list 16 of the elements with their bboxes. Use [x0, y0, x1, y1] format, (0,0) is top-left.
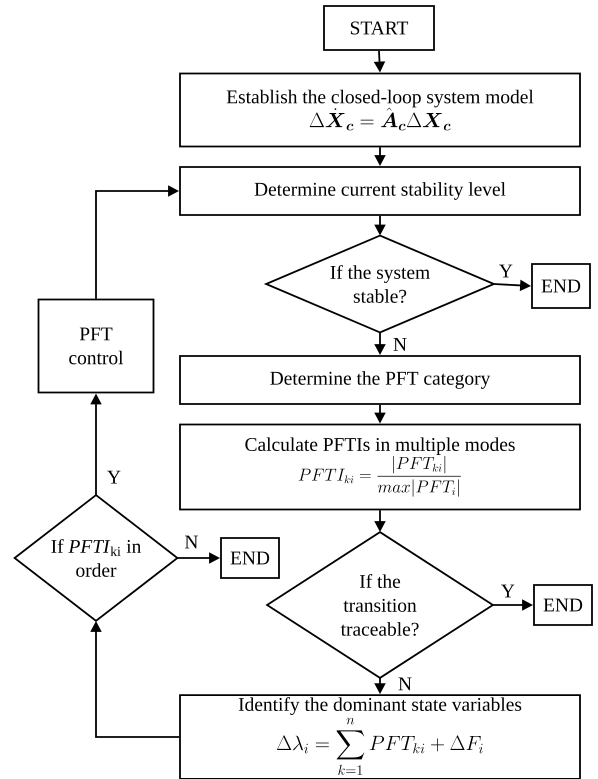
- edge-label: N: [398, 678, 412, 690]
- start-box: START: [323, 5, 435, 51]
- end-box: END: [220, 537, 280, 579]
- end-box: END: [533, 584, 593, 626]
- edge-label: N: [184, 536, 198, 548]
- edge-label: Y: [499, 264, 512, 278]
- process-box: Determine current stability level: [179, 166, 581, 216]
- process-box: Determine the PFT category: [179, 355, 581, 405]
- edge-label: Y: [501, 584, 514, 598]
- edge-label: N: [394, 338, 407, 351]
- edge-label: Y: [107, 470, 121, 484]
- process-box: Identify the dominant state variables $\Delta\lambda_i=\sum_{k=1}^{n}PFT_{ki}+\Delta F_i$: [179, 694, 581, 779]
- process-box: PFT control: [38, 298, 154, 394]
- process-box: Establish the closed-loop system model $\Delta\dot{\boldsymbol{X}}_{\boldsymbol{c}} = \hat{\boldsymbol{A}}_{\boldsymbol{c}}\Delta\boldsymbol{X}_{\boldsymbol{c}}$: [179, 72, 581, 148]
- end-box: END: [531, 263, 591, 309]
- process-box: Calculate PFTIs in multiple modes $PFTI_{ki}=\frac{|PFT_{ki}|}{max|PFT_i|}$: [179, 424, 581, 510]
